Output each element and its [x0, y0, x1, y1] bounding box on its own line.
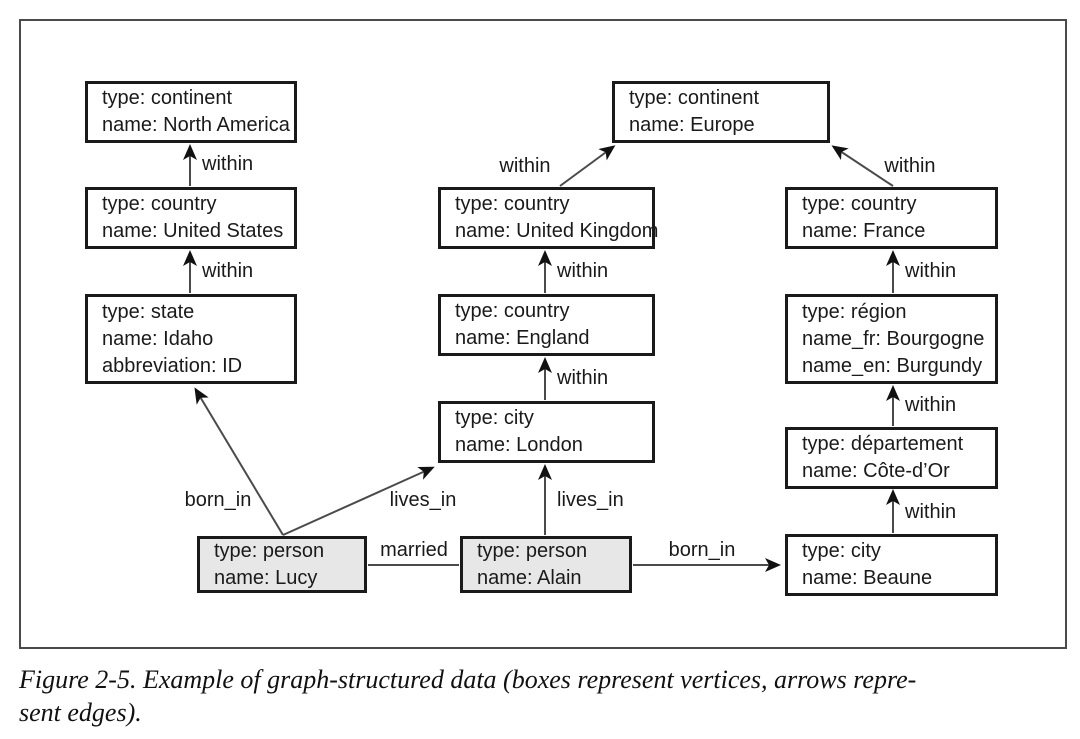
vertex-england: type: country name: England: [438, 294, 655, 356]
vertex-departement: type: département name: Côte-d’Or: [785, 427, 998, 489]
caption-line-1: Figure 2-5. Example of graph-structured …: [19, 665, 917, 694]
vertex-lucy: type: person name: Lucy: [197, 536, 367, 593]
vertex-alain: type: person name: Alain: [460, 536, 632, 593]
vertex-property: type: city: [802, 540, 881, 562]
vertex-property: name: Côte-d’Or: [802, 460, 950, 482]
vertex-europe: type: continent name: Europe: [612, 81, 830, 143]
vertex-united-kingdom: type: country name: United Kingdom: [438, 187, 659, 249]
vertex-property: type: country: [455, 300, 570, 322]
vertex-united-states: type: country name: United States: [85, 187, 297, 249]
vertex-property: name: Idaho: [102, 327, 214, 350]
vertex-property: type: city: [455, 407, 534, 429]
vertex-property: type: country: [102, 193, 217, 215]
figure-caption: Figure 2-5. Example of graph-structured …: [19, 663, 1064, 729]
vertex-property: name: France: [802, 220, 926, 242]
edge-label-alain-london: lives_in: [557, 489, 624, 511]
vertex-idaho: type: state name: Idaho abbreviation: ID: [85, 294, 297, 384]
vertex-property: type: département: [802, 433, 964, 455]
edge-label-france-europe: within: [883, 155, 935, 177]
edge-group: within within within within within within with…: [183, 144, 956, 572]
edge-label-lucy-alain: married: [380, 539, 448, 561]
vertex-property: name_en: Burgundy: [802, 354, 983, 377]
vertex-property: type: région: [802, 300, 907, 323]
vertex-property: abbreviation: ID: [102, 354, 243, 377]
vertex-property: name: Beaune: [802, 567, 933, 589]
vertex-property: type: country: [802, 193, 917, 215]
edge-label-lucy-idaho: born_in: [185, 489, 252, 511]
edge-lucy-london: [282, 466, 435, 536]
edge-label-region-france: within: [904, 260, 956, 282]
vertex-north-america: type: continent name: North America: [85, 81, 297, 143]
vertex-france: type: country name: France: [785, 187, 998, 249]
vertex-property: type: continent: [629, 87, 760, 109]
edge-lucy-idaho: [194, 387, 284, 536]
edge-label-idaho-unitedstates: within: [201, 260, 253, 282]
vertex-property: name_fr: Bourgogne: [802, 327, 985, 350]
vertex-property: name: England: [455, 327, 590, 349]
edge-label-unitedstates-northamerica: within: [201, 153, 253, 175]
edge-label-lucy-london: lives_in: [390, 489, 457, 511]
vertex-property: name: United States: [102, 220, 284, 242]
vertex-property: name: Europe: [629, 114, 755, 136]
vertex-region: type: région name_fr: Bourgogne name_en: B…: [785, 294, 998, 384]
edge-france-europe: [831, 145, 894, 187]
edge-label-departement-region: within: [904, 394, 956, 416]
edge-label-unitedkingdom-europe: within: [498, 155, 550, 177]
vertex-property: type: person: [477, 539, 588, 562]
vertex-property: name: Lucy: [214, 566, 318, 589]
edge-label-beaune-departement: within: [904, 501, 956, 523]
caption-line-2: sent edges).: [19, 698, 142, 727]
vertex-property: name: United Kingdom: [455, 220, 659, 242]
vertex-property: type: country: [455, 193, 570, 215]
vertex-beaune: type: city name: Beaune: [785, 534, 998, 596]
vertex-property: name: Alain: [477, 566, 582, 589]
vertex-property: name: London: [455, 434, 583, 456]
edge-label-london-england: within: [556, 367, 608, 389]
vertex-property: name: North America: [102, 114, 290, 136]
vertex-property: type: state: [102, 300, 195, 323]
edge-label-england-unitedkingdom: within: [556, 260, 608, 282]
vertex-london: type: city name: London: [438, 401, 655, 463]
edge-label-alain-beaune: born_in: [669, 539, 736, 561]
edge-unitedkingdom-europe: [559, 145, 616, 187]
vertex-property: type: person: [214, 539, 325, 562]
vertex-property: type: continent: [102, 87, 233, 109]
